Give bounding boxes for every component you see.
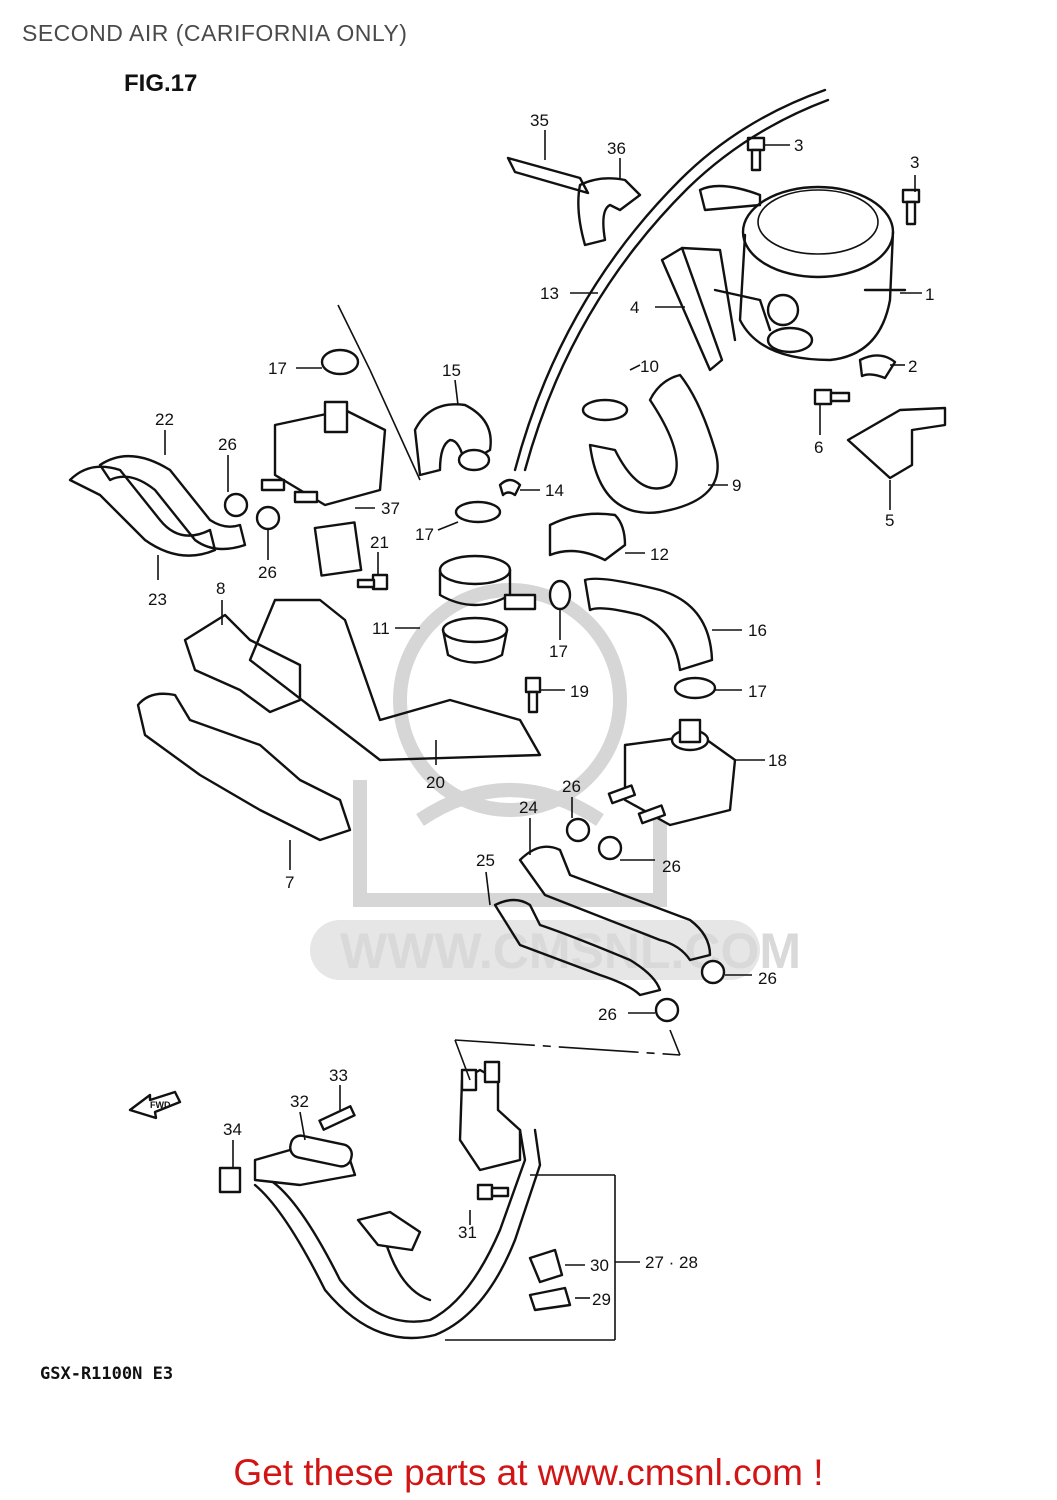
part-label-3: 3 xyxy=(910,153,919,172)
clamp-17a xyxy=(320,348,360,376)
part-label-24: 24 xyxy=(519,798,538,817)
clip-35 xyxy=(506,156,590,195)
clamp-2 xyxy=(858,354,897,380)
reed-valve-18 xyxy=(607,718,737,827)
figure-number: FIG.17 xyxy=(124,70,198,97)
part-label-22: 22 xyxy=(155,410,174,429)
part-label-31: 31 xyxy=(458,1223,477,1242)
part-label-3: 3 xyxy=(794,136,803,155)
fwd-label: FWD xyxy=(150,1100,171,1110)
clamp-26f xyxy=(654,997,680,1023)
part-label-14: 14 xyxy=(545,481,564,500)
part-label-26: 26 xyxy=(758,969,777,988)
bracket-4 xyxy=(660,246,737,372)
part-label-33: 33 xyxy=(329,1066,348,1085)
part-label-26: 26 xyxy=(258,563,277,582)
stud-33 xyxy=(318,1105,356,1131)
bolt-21 xyxy=(356,573,389,591)
bracket-5 xyxy=(846,406,947,480)
part-label-15: 15 xyxy=(442,361,461,380)
part-label-27-28: 27 · 28 xyxy=(645,1253,698,1272)
part-label-11: 11 xyxy=(372,619,390,638)
clamp-30 xyxy=(528,1248,564,1284)
part-label-19: 19 xyxy=(570,682,589,701)
hose-12 xyxy=(548,512,627,562)
air-cut-valve-11 xyxy=(438,554,537,664)
page-title: SECOND AIR (CARIFORNIA ONLY) xyxy=(22,20,408,46)
clamp-26e xyxy=(700,959,726,985)
part-label-5: 5 xyxy=(885,511,894,530)
clamp-17b xyxy=(454,500,502,524)
watermark-text: WWW.CMSNL.COM xyxy=(340,923,801,979)
hose-24 xyxy=(518,845,712,962)
part-label-9: 9 xyxy=(732,476,741,495)
part-label-29: 29 xyxy=(592,1290,611,1309)
part-label-26: 26 xyxy=(562,777,581,796)
part-label-2: 2 xyxy=(908,357,917,376)
part-label-23: 23 xyxy=(148,590,167,609)
hose-9 xyxy=(588,373,719,514)
reed-valve-assembly xyxy=(698,184,907,362)
hose-13 xyxy=(513,88,830,472)
bracket-20 xyxy=(248,598,542,762)
clamp-26b xyxy=(255,505,281,531)
part-label-17: 17 xyxy=(549,642,568,661)
clamp-10 xyxy=(581,398,629,422)
mount-8 xyxy=(183,613,302,714)
part-label-32: 32 xyxy=(290,1092,309,1111)
part-label-25: 25 xyxy=(476,851,495,870)
fwd-arrow-icon: FWD xyxy=(128,1090,182,1120)
hose-16 xyxy=(583,577,714,672)
hose-25 xyxy=(493,898,662,997)
part-label-12: 12 xyxy=(650,545,669,564)
mount-7 xyxy=(136,692,352,842)
part-label-17: 17 xyxy=(268,359,287,378)
part-label-30: 30 xyxy=(590,1256,609,1275)
part-label-21: 21 xyxy=(370,533,389,552)
bolt-3a xyxy=(746,136,766,172)
pad-37 xyxy=(313,521,363,577)
gasket-32 xyxy=(289,1134,353,1168)
part-label-34: 34 xyxy=(223,1120,242,1139)
bolt-6 xyxy=(813,388,851,406)
clamp-17c xyxy=(548,579,572,611)
part-label-26: 26 xyxy=(598,1005,617,1024)
clamp-26a xyxy=(223,492,249,518)
nut-34 xyxy=(218,1166,242,1194)
part-label-4: 4 xyxy=(630,298,639,317)
part-label-20: 20 xyxy=(426,773,445,792)
leader-lines xyxy=(157,130,922,1341)
parts-diagram: WWW.CMSNL.COM xyxy=(68,88,947,1341)
part-label-37: 37 xyxy=(381,499,400,518)
part-label-17: 17 xyxy=(748,682,767,701)
clamp-17d xyxy=(673,676,717,700)
part-label-13: 13 xyxy=(540,284,559,303)
part-label-8: 8 xyxy=(216,579,225,598)
part-label-10: 10 xyxy=(640,357,659,376)
hose-22 xyxy=(98,454,247,551)
reed-valve-upper xyxy=(260,400,387,507)
cushion-29 xyxy=(528,1286,572,1312)
hose-36 xyxy=(577,177,642,247)
hose-23 xyxy=(68,465,217,557)
model-code: GSX-R1100N E3 xyxy=(40,1364,174,1384)
part-label-35: 35 xyxy=(530,111,549,130)
part-label-36: 36 xyxy=(607,139,626,158)
part-label-7: 7 xyxy=(285,873,294,892)
part-label-16: 16 xyxy=(748,621,767,640)
footer-parts-link[interactable]: Get these parts at www.cmsnl.com ! xyxy=(233,1452,824,1493)
part-label-6: 6 xyxy=(814,438,823,457)
part-label-1: 1 xyxy=(925,285,934,304)
part-label-18: 18 xyxy=(768,751,787,770)
bolt-31 xyxy=(476,1183,510,1201)
part-label-17: 17 xyxy=(415,525,434,544)
bolt-3b xyxy=(901,188,921,226)
part-number-labels: 1 2 3 3 4 5 6 7 8 9 10 11 12 13 14 15 16… xyxy=(148,111,934,1309)
clamp-14 xyxy=(498,478,522,497)
part-label-26: 26 xyxy=(218,435,237,454)
clamp-26c xyxy=(565,817,591,843)
clamp-26d xyxy=(597,835,623,861)
screw-19 xyxy=(524,676,542,714)
part-label-26: 26 xyxy=(662,857,681,876)
